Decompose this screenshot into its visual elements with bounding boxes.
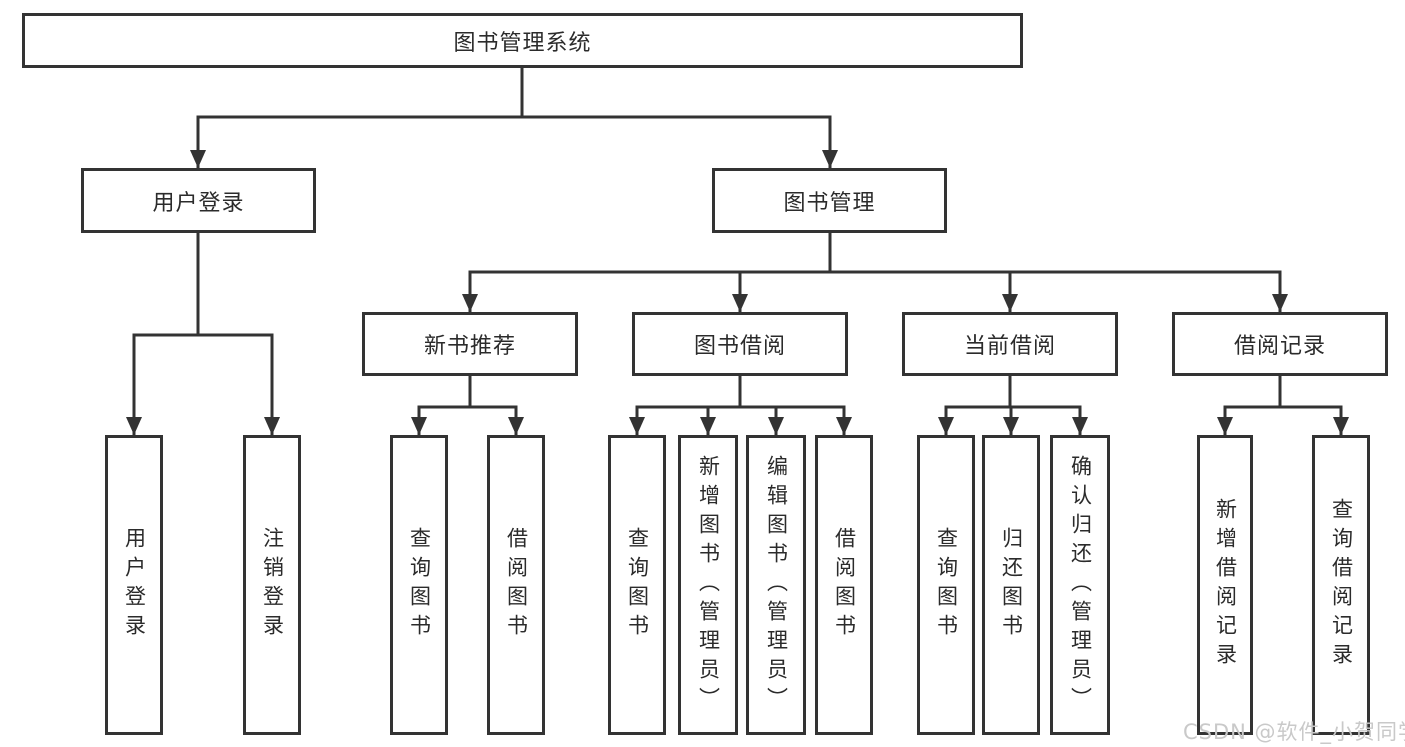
leaf-borrowing-edit-books-admin: 编辑图书（管理员）: [746, 435, 806, 735]
leaf-newbook-query-books: 查询图书: [390, 435, 448, 735]
node-book-management: 图书管理: [712, 168, 947, 233]
node-new-book-recommendation: 新书推荐: [362, 312, 578, 376]
leaf-current-query-books: 查询图书: [917, 435, 975, 735]
leaf-records-query-borrow-record: 查询借阅记录: [1312, 435, 1370, 735]
node-user-login: 用户登录: [81, 168, 316, 233]
node-book-borrowing: 图书借阅: [632, 312, 848, 376]
node-current-borrowing: 当前借阅: [902, 312, 1118, 376]
leaf-borrowing-query-books: 查询图书: [608, 435, 666, 735]
node-root-book-management-system: 图书管理系统: [22, 13, 1023, 68]
leaf-newbook-borrow-books: 借阅图书: [487, 435, 545, 735]
leaf-records-add-borrow-record: 新增借阅记录: [1197, 435, 1253, 735]
node-borrowing-records: 借阅记录: [1172, 312, 1388, 376]
csdn-watermark: CSDN @软件_小贺同学: [1183, 720, 1405, 744]
leaf-borrowing-borrow-books: 借阅图书: [815, 435, 873, 735]
leaf-current-confirm-return-admin: 确认归还（管理员）: [1050, 435, 1110, 735]
leaf-user-login: 用户登录: [105, 435, 163, 735]
leaf-logout: 注销登录: [243, 435, 301, 735]
leaf-current-return-books: 归还图书: [982, 435, 1040, 735]
leaf-borrowing-add-books-admin: 新增图书（管理员）: [678, 435, 738, 735]
